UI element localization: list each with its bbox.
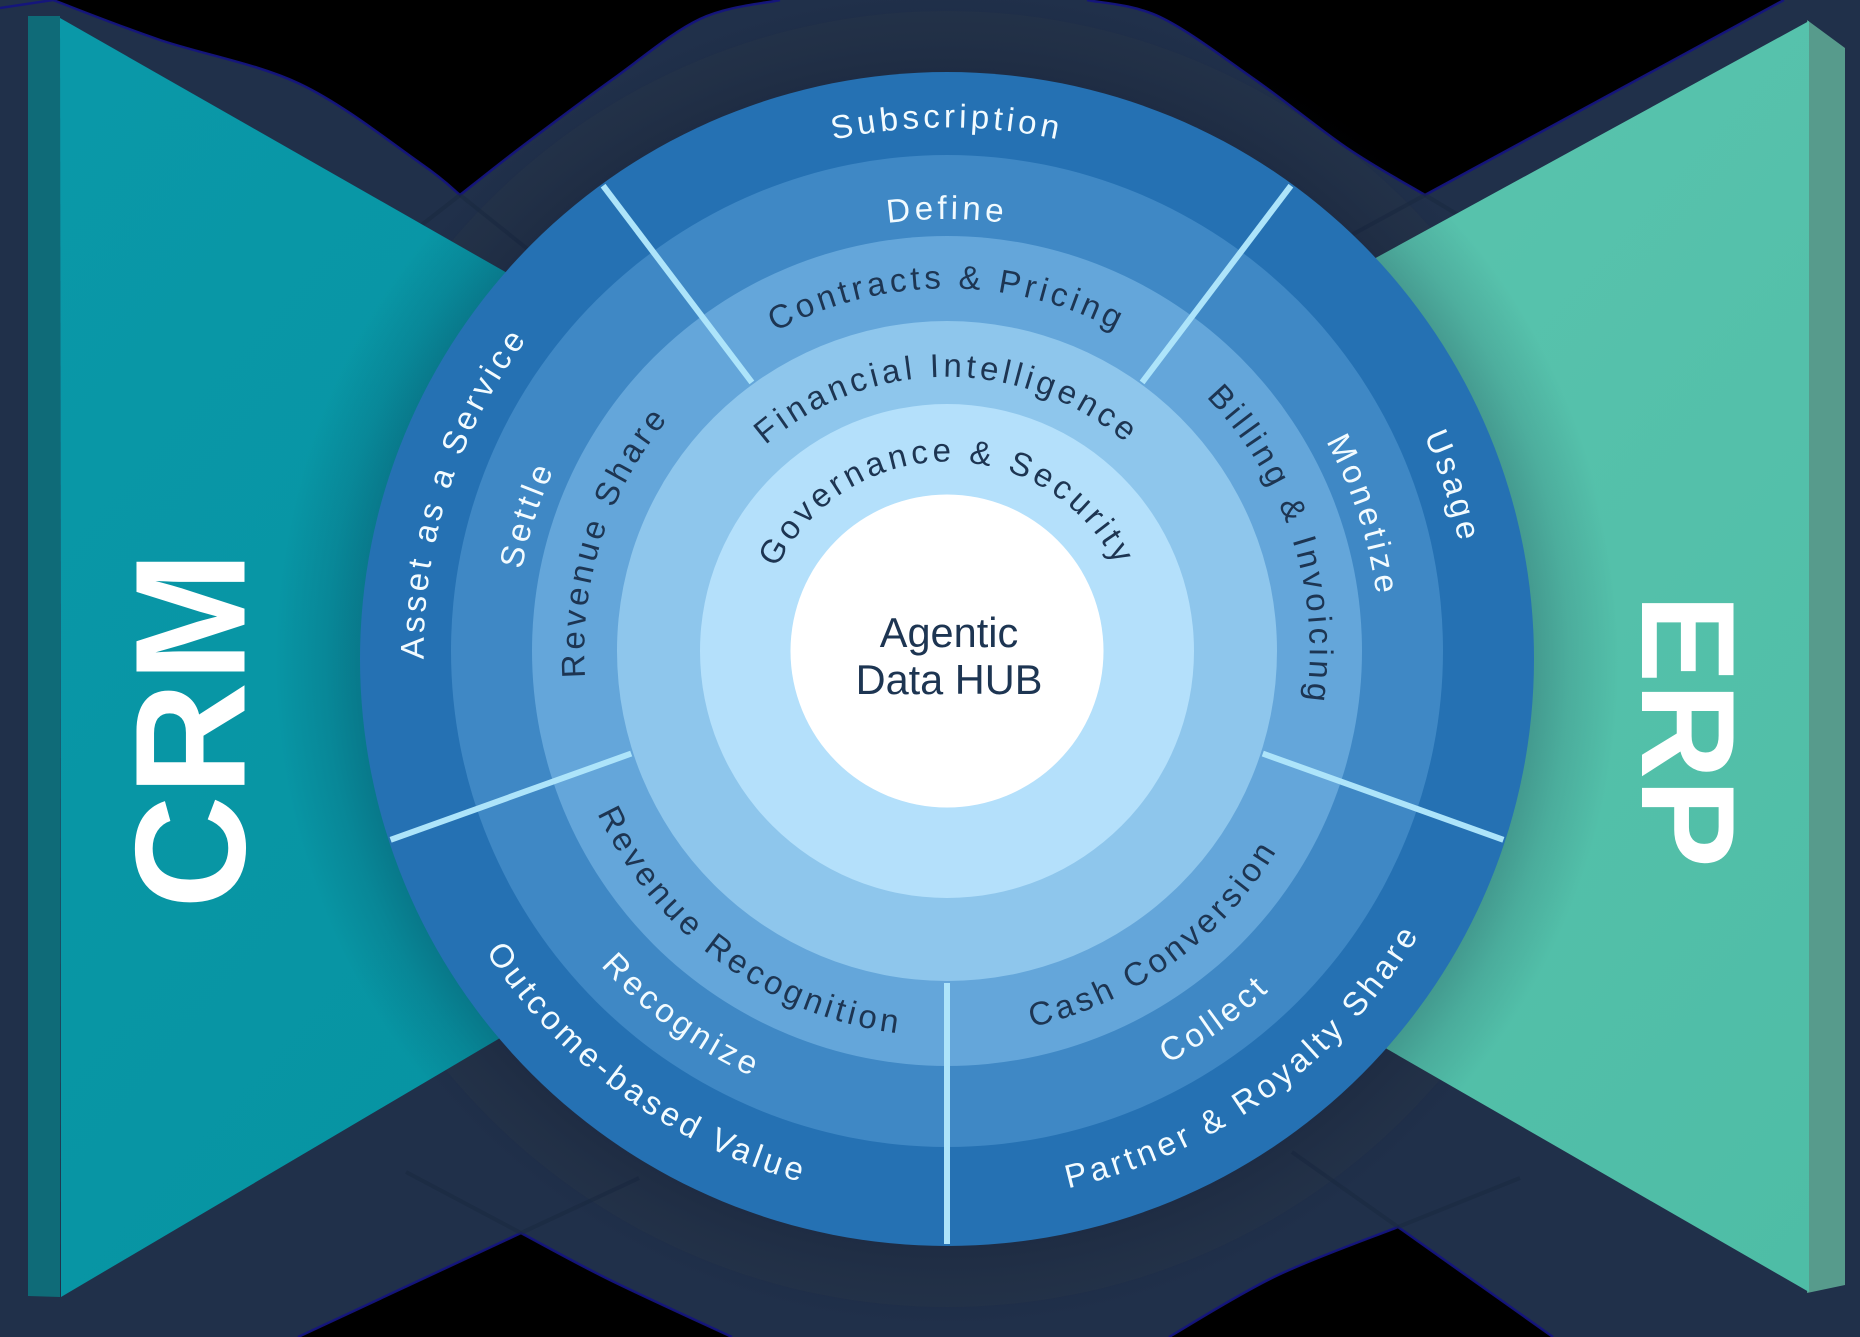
svg-text:CRM: CRM — [104, 551, 279, 909]
svg-text:Define: Define — [884, 189, 1009, 230]
svg-text:ERP: ERP — [1613, 594, 1761, 867]
svg-text:Agentic: Agentic — [880, 609, 1018, 656]
svg-text:Data HUB: Data HUB — [856, 656, 1043, 703]
